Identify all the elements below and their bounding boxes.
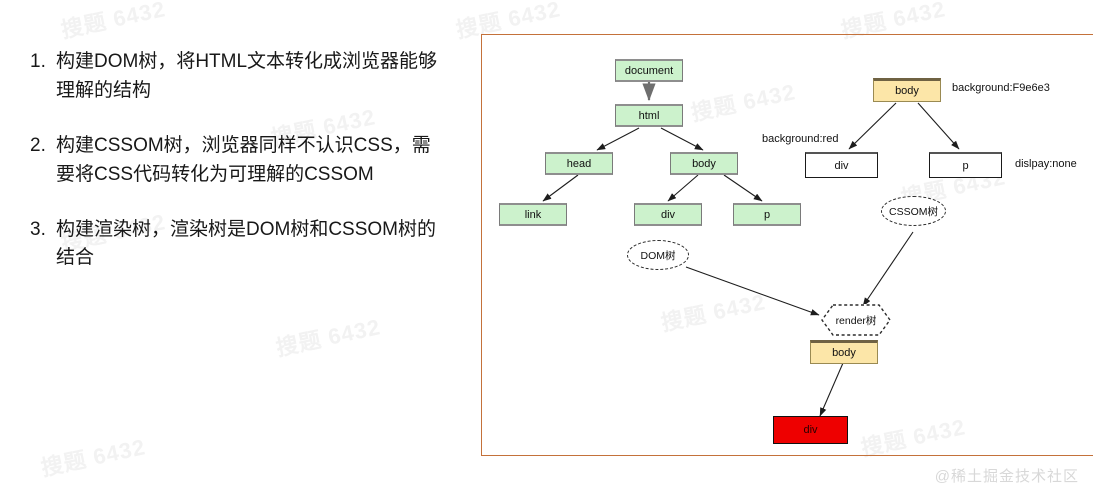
cssom-div-style-label: background:red xyxy=(762,133,839,145)
node-label: body xyxy=(692,157,716,170)
diagram-canvas: document html head body link div p DOM树 … xyxy=(481,34,1093,456)
node-label: CSSOM树 xyxy=(888,205,938,218)
cssom-p-style-label: dislpay:none xyxy=(1015,158,1077,170)
node-label: p xyxy=(763,208,771,221)
cssom-body-style-label: background:F9e6e3 xyxy=(952,82,1050,94)
dom-tree-group-label[interactable]: DOM树 xyxy=(627,240,689,270)
node-label: head xyxy=(566,157,592,170)
watermark: 搜题 6432 xyxy=(273,314,383,361)
list-item: 1. 构建DOM树，将HTML文本转化成浏览器能够理解的结构 xyxy=(22,48,442,106)
node-label: body xyxy=(895,85,919,97)
dom-node-document[interactable]: document xyxy=(615,59,683,82)
watermark: 搜题 6432 xyxy=(58,0,168,43)
list-item: 2. 构建CSSOM树，浏览器同样不认识CSS，需要将CSS代码转化为可理解的C… xyxy=(22,132,442,190)
render-node-body[interactable]: body xyxy=(810,340,878,364)
list-item-text: 构建渲染树，渲染树是DOM树和CSSOM树的结合 xyxy=(56,218,437,269)
cssom-node-body[interactable]: body xyxy=(873,78,941,102)
brand-watermark: @稀土掘金技术社区 xyxy=(934,468,1079,485)
node-label: document xyxy=(624,64,674,77)
list-item-number: 3. xyxy=(30,218,46,240)
diagram-arrows xyxy=(542,81,960,417)
diagram-frame xyxy=(481,34,1093,456)
list-item: 3. 构建渲染树，渲染树是DOM树和CSSOM树的结合 xyxy=(22,216,442,274)
node-label: p xyxy=(962,159,969,172)
cssom-node-div[interactable]: div xyxy=(805,152,878,178)
dom-node-p[interactable]: p xyxy=(733,203,801,226)
node-label: body xyxy=(832,347,856,359)
dom-node-head[interactable]: head xyxy=(545,152,613,175)
hexagon-icon xyxy=(821,304,891,336)
list-item-number: 1. xyxy=(30,51,46,72)
render-tree-group-label[interactable]: render树 xyxy=(821,304,891,336)
steps-list: 1. 构建DOM树，将HTML文本转化成浏览器能够理解的结构 2. 构建CSSO… xyxy=(22,48,442,299)
list-item-text: 构建DOM树，将HTML文本转化成浏览器能够理解的结构 xyxy=(56,51,438,101)
watermark: 搜题 6432 xyxy=(38,434,148,481)
node-label: link xyxy=(524,208,542,221)
node-label: DOM树 xyxy=(640,249,676,262)
render-node-div[interactable]: div xyxy=(773,416,848,444)
dom-node-link[interactable]: link xyxy=(499,203,567,226)
node-label: div xyxy=(660,208,676,221)
dom-node-div[interactable]: div xyxy=(634,203,702,226)
node-label: html xyxy=(638,109,660,122)
node-label: render树 xyxy=(835,314,877,327)
node-label: div xyxy=(834,159,849,172)
cssom-node-p[interactable]: p xyxy=(929,152,1002,178)
dom-node-html[interactable]: html xyxy=(615,104,683,127)
cssom-tree-group-label[interactable]: CSSOM树 xyxy=(881,196,946,226)
list-item-text: 构建CSSOM树，浏览器同样不认识CSS，需要将CSS代码转化为可理解的CSSO… xyxy=(56,134,431,185)
node-label: div xyxy=(803,424,818,436)
dom-node-body[interactable]: body xyxy=(670,152,738,175)
list-item-number: 2. xyxy=(30,134,46,156)
